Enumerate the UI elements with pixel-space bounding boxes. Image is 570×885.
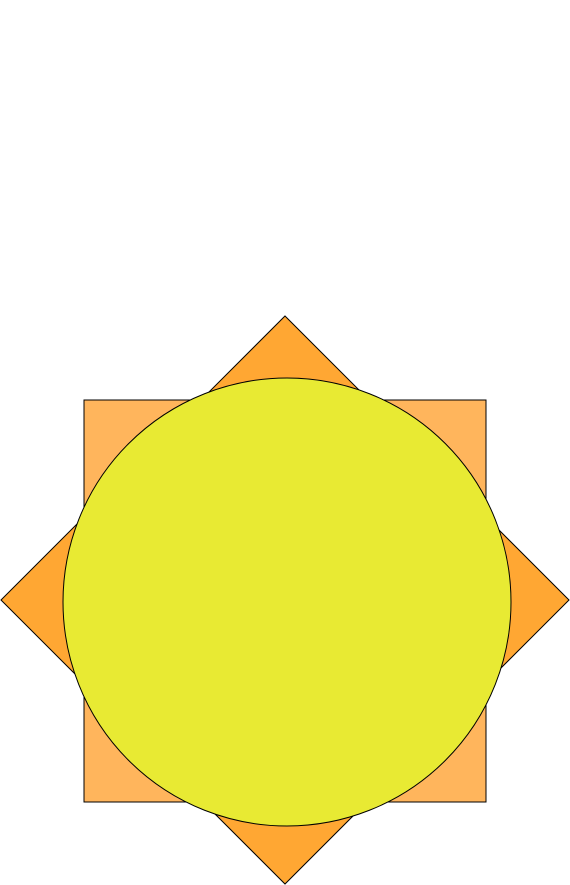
circle	[62, 377, 512, 827]
